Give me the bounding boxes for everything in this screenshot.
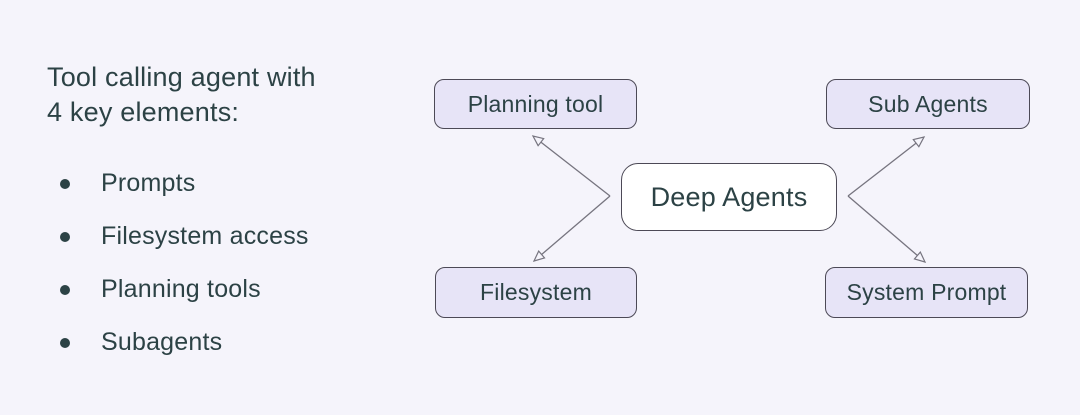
node-deep-agents: Deep Agents <box>621 163 837 231</box>
list-item-prompts: Prompts <box>60 157 400 210</box>
node-label: Sub Agents <box>868 90 988 117</box>
intro-heading: Tool calling agent with 4 key elements: <box>47 60 407 130</box>
node-system-prompt: System Prompt <box>825 267 1028 318</box>
list-item-filesystem-access: Filesystem access <box>60 210 400 263</box>
node-label: Planning tool <box>467 90 604 117</box>
list-item-planning-tools: Planning tools <box>60 263 400 316</box>
list-item-subagents: Subagents <box>60 316 400 369</box>
bullet-dot-icon <box>60 337 70 348</box>
node-label: System Prompt <box>846 279 1007 305</box>
node-label: Deep Agents <box>650 181 808 212</box>
edge-center-to-filesystem <box>532 195 611 262</box>
node-label: Filesystem <box>480 279 592 305</box>
bullet-label: Filesystem access <box>101 222 309 250</box>
edge-center-to-sub-agents <box>847 136 926 197</box>
bullet-dot-icon <box>60 284 70 295</box>
bullet-dot-icon <box>60 178 70 189</box>
intro-heading-line2: 4 key elements: <box>47 97 240 127</box>
bullet-label: Prompts <box>101 169 196 197</box>
key-elements-list: Prompts Filesystem access Planning tools… <box>60 157 400 369</box>
edge-center-to-system-prompt <box>847 195 927 263</box>
bullet-label: Planning tools <box>101 275 261 303</box>
intro-text-block: Tool calling agent with 4 key elements: … <box>47 60 407 356</box>
intro-heading-line1: Tool calling agent with <box>47 62 316 92</box>
node-filesystem: Filesystem <box>435 267 637 318</box>
bullet-label: Subagents <box>101 328 223 356</box>
bullet-dot-icon <box>60 231 70 242</box>
node-sub-agents: Sub Agents <box>826 79 1030 129</box>
edge-center-to-planning-tool <box>531 135 611 197</box>
node-planning-tool: Planning tool <box>434 79 637 129</box>
